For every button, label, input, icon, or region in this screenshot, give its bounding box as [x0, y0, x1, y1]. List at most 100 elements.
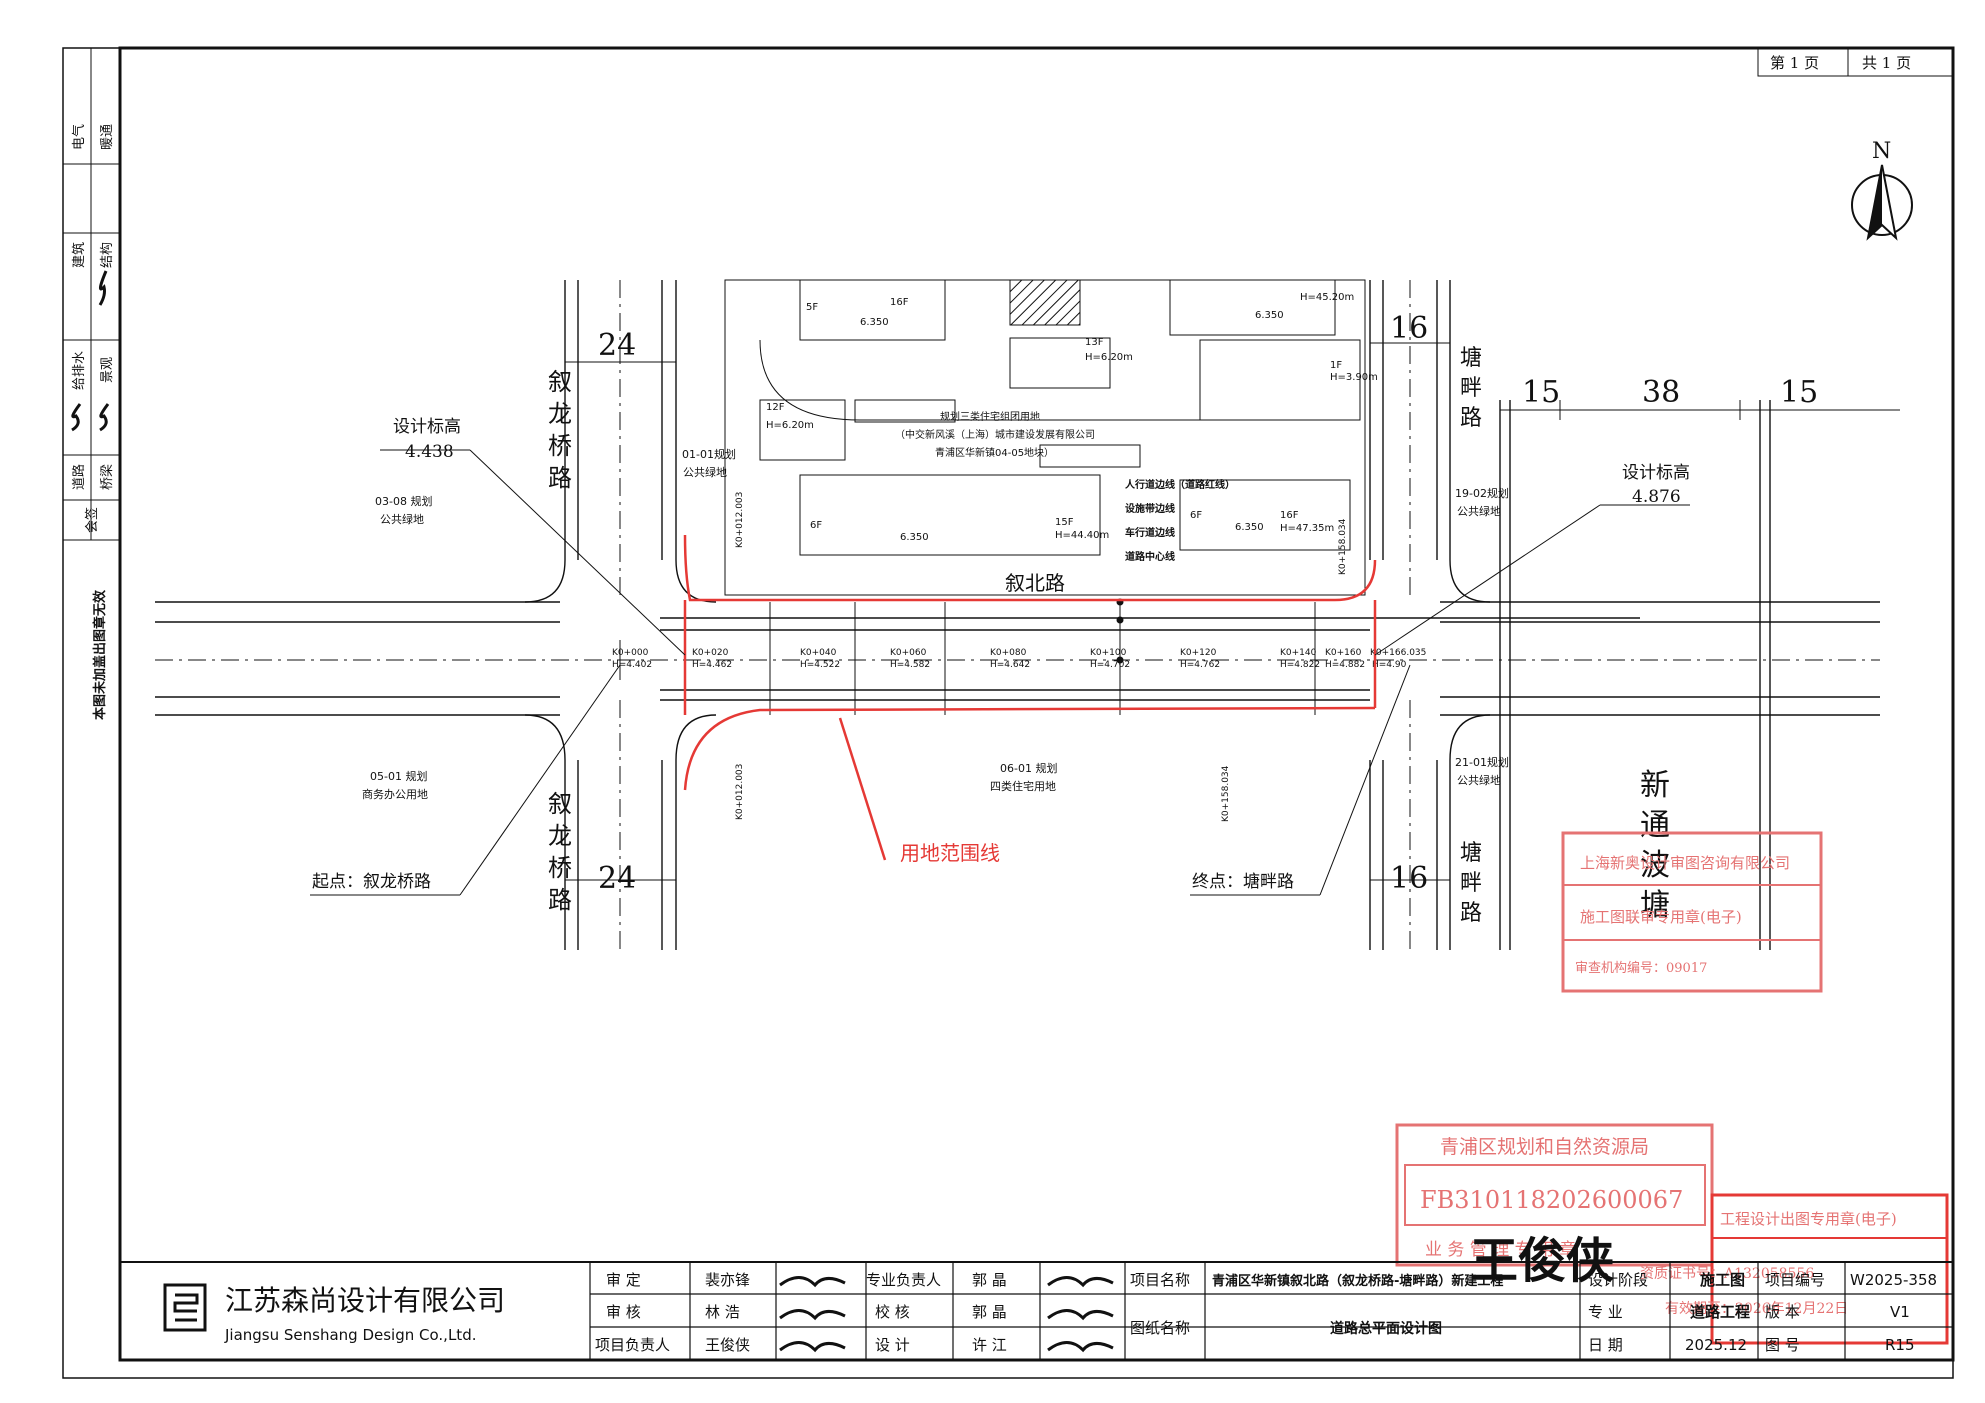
signature-mark [98, 270, 108, 306]
road-names: 叙 龙 桥 路 叙 龙 桥 路 塘 畔 路 塘 畔 路 新 通 波 塘 叙北路 [548, 346, 1670, 926]
svg-text:01-01规划: 01-01规划 [682, 447, 736, 461]
signoff-table: 审 定 裴亦锋 专业负责人 郭 晶 审 核 林 浩 校 核 郭 晶 项目负责人 … [595, 1271, 1007, 1354]
svg-text:12F: 12F [766, 402, 785, 413]
svg-text:H=45.20m: H=45.20m [1300, 292, 1354, 303]
svg-text:施工图联审专用章(电子): 施工图联审专用章(电子) [1580, 908, 1742, 926]
svg-text:项目名称: 项目名称 [1130, 1271, 1190, 1289]
svg-text:6.350: 6.350 [860, 317, 889, 328]
signature-mark [71, 403, 82, 432]
width-24-bottom: 24 [598, 861, 636, 896]
svg-text:上海新奥设计审图咨询有限公司: 上海新奥设计审图咨询有限公司 [1580, 854, 1790, 872]
planning-stamp: 青浦区规划和自然资源局 FB310118202600067 业 务 管 理 专 … [1395, 1123, 1714, 1267]
svg-text:H=6.20m: H=6.20m [1085, 352, 1133, 363]
svg-text:6.350: 6.350 [900, 532, 929, 543]
svg-text:王俊侠: 王俊侠 [705, 1336, 750, 1354]
svg-text:许 江: 许 江 [972, 1336, 1007, 1354]
svg-text:H=44.40m: H=44.40m [1055, 530, 1109, 541]
width-16-bottom: 16 [1390, 861, 1428, 896]
station-label: K0+060 [890, 648, 927, 658]
design-stamp: 工程设计出图专用章(电子) 资质证书号：A132058556 有效期至：2026… [1640, 1193, 1949, 1345]
station-label: K0+120 [1180, 648, 1217, 658]
svg-text:公共绿地: 公共绿地 [683, 465, 727, 479]
side-station: K0+158.034 [1338, 518, 1348, 575]
svg-text:施工图: 施工图 [1700, 1271, 1745, 1289]
no-stamp-notice: 本图未加盖出图章无效 [92, 589, 108, 720]
svg-text:郭 晶: 郭 晶 [972, 1303, 1007, 1321]
svg-text:路: 路 [1460, 406, 1482, 431]
company-name-cn: 江苏森尚设计有限公司 [225, 1284, 505, 1317]
svg-text:郭 晶: 郭 晶 [972, 1271, 1007, 1289]
svg-text:商务办公用地: 商务办公用地 [362, 787, 428, 801]
svg-text:龙: 龙 [548, 822, 572, 850]
svg-text:畔: 畔 [1460, 376, 1482, 401]
station-elev: H=4.762 [1180, 660, 1220, 670]
road-name-xubei: 叙北路 [1005, 571, 1065, 595]
svg-text:审 定: 审 定 [606, 1271, 641, 1289]
page-index: 第 1 页 [1770, 54, 1819, 72]
discipline-b-1: 结构 [100, 242, 115, 268]
station-elev: H=4.462 [692, 660, 732, 670]
discipline-b-2: 景观 [100, 357, 115, 383]
company-logo-icon [163, 1283, 207, 1332]
station-elev: H=4.642 [990, 660, 1030, 670]
residential-site [724, 279, 1366, 596]
svg-text:工程设计出图专用章(电子): 工程设计出图专用章(电子) [1720, 1210, 1897, 1228]
side-station: K0+158.034 [1221, 765, 1231, 822]
width-15-a: 15 [1522, 375, 1560, 410]
svg-text:2025.12: 2025.12 [1685, 1336, 1747, 1354]
svg-text:桥: 桥 [548, 432, 572, 460]
station-label: K0+040 [800, 648, 837, 658]
svg-text:资质证书号：A132058556: 资质证书号：A132058556 [1640, 1266, 1814, 1282]
svg-text:规划三类住宅组团用地: 规划三类住宅组团用地 [940, 410, 1040, 423]
road-network [155, 280, 1880, 950]
svg-text:03-08 规划: 03-08 规划 [375, 494, 432, 508]
svg-text:6F: 6F [810, 520, 822, 531]
svg-text:审查机构编号：09017: 审查机构编号：09017 [1575, 961, 1707, 976]
width-38: 38 [1642, 375, 1680, 410]
svg-text:H=6.20m: H=6.20m [766, 420, 814, 431]
station-label: K0+160 [1325, 648, 1362, 658]
station-label: K0+140 [1280, 648, 1317, 658]
svg-text:设施带边线: 设施带边线 [1125, 502, 1175, 515]
north-arrow-icon: N [1851, 139, 1913, 241]
svg-text:有效期至：2026年12月22日: 有效期至：2026年12月22日 [1665, 1301, 1848, 1317]
svg-text:FB310118202600067: FB310118202600067 [1420, 1186, 1683, 1214]
svg-text:06-01 规划: 06-01 规划 [1000, 761, 1057, 775]
signature-scribbles [779, 1276, 1114, 1353]
meta-table: 设计阶段 施工图 项目编号 W2025-358 专 业 道路工程 版 本 V1 … [1588, 1271, 1937, 1354]
review-stamp: 上海新奥设计审图咨询有限公司 施工图联审专用章(电子) 审查机构编号：09017 [1561, 831, 1823, 993]
svg-text:设 计: 设 计 [875, 1336, 910, 1354]
discipline-a-2: 给排水 [72, 351, 87, 390]
svg-text:公共绿地: 公共绿地 [1457, 773, 1501, 787]
site-description: 规划三类住宅组团用地 （中交新风溪（上海）城市建设发展有限公司 青浦区华新镇04… [895, 410, 1095, 459]
svg-text:日 期: 日 期 [1588, 1336, 1623, 1354]
station-labels: K0+000 H=4.402 K0+020 H=4.462 K0+040 H=4… [612, 492, 1426, 822]
width-dimensions [565, 342, 1900, 881]
svg-text:波: 波 [1640, 848, 1670, 883]
svg-text:6F: 6F [1190, 510, 1202, 521]
svg-text:21-01规划: 21-01规划 [1455, 755, 1509, 769]
svg-text:专 业: 专 业 [1588, 1303, 1623, 1321]
svg-text:公共绿地: 公共绿地 [380, 512, 424, 526]
design-elevation-left-label: 设计标高 [393, 417, 461, 437]
svg-text:19-02规划: 19-02规划 [1455, 486, 1509, 500]
company-name-en: Jiangsu Senshang Design Co.,Ltd. [224, 1326, 476, 1344]
discipline-b-0: 暖通 [100, 124, 115, 150]
side-station: K0+012.003 [735, 492, 745, 548]
svg-text:道路工程: 道路工程 [1690, 1303, 1750, 1321]
svg-text:V1: V1 [1890, 1303, 1910, 1321]
station-label: K0+020 [692, 648, 729, 658]
design-elevation-right-value: 4.876 [1632, 487, 1681, 507]
svg-text:6.350: 6.350 [1255, 310, 1284, 321]
svg-text:路: 路 [548, 886, 572, 914]
svg-text:塘: 塘 [1460, 346, 1482, 371]
start-point-label: 起点：叙龙桥路 [312, 872, 431, 892]
svg-text:校 核: 校 核 [875, 1303, 910, 1321]
svg-text:塘: 塘 [1460, 841, 1482, 866]
station-elev: H=4.582 [890, 660, 930, 670]
width-15-b: 15 [1780, 375, 1818, 410]
svg-text:业 务 管 理 专 用 章: 业 务 管 理 专 用 章 [1425, 1240, 1576, 1260]
station-label: K0+166.035 [1370, 648, 1426, 658]
discipline-a-4: 会签 [84, 507, 100, 533]
svg-text:图纸名称: 图纸名称 [1130, 1319, 1190, 1337]
